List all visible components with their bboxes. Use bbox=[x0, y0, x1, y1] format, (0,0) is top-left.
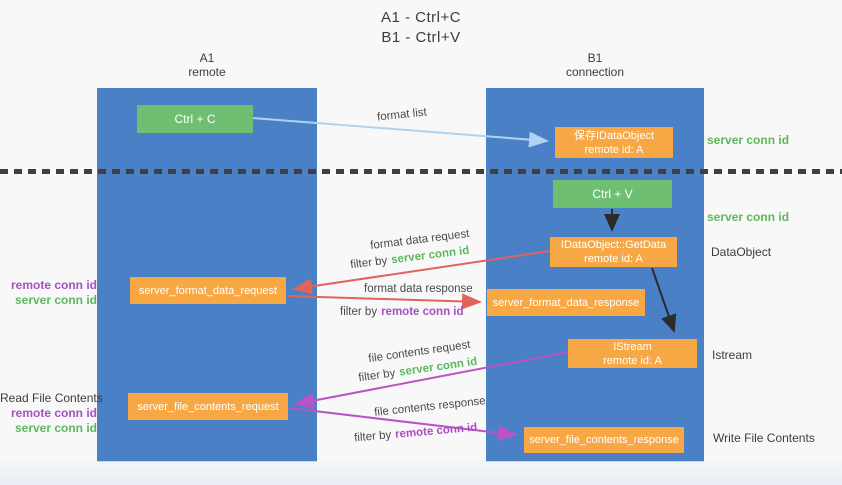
node-server-format-data-response: server_format_data_response bbox=[487, 289, 645, 316]
annotation-server-conn-id-bottom: server conn id bbox=[14, 421, 97, 435]
node-ctrl-v-label: Ctrl + V bbox=[592, 187, 633, 201]
node-server-file-contents-request: server_file_contents_request bbox=[128, 393, 288, 420]
arrow-format-list bbox=[252, 117, 549, 148]
filter-key-remote-conn-id: remote conn id bbox=[381, 306, 464, 318]
arrow-file-contents-request bbox=[294, 351, 569, 409]
lane-b1-subtitle: connection bbox=[565, 65, 625, 79]
annotation-write-file-contents: Write File Contents bbox=[713, 431, 815, 445]
annotation-server-conn-id-mid-left: server conn id bbox=[14, 293, 97, 307]
node-ctrl-c-label: Ctrl + C bbox=[174, 112, 216, 126]
node-save-idataobject-line2: remote id: A bbox=[584, 143, 644, 156]
node-server-file-contents-response: server_file_contents_response bbox=[524, 427, 684, 453]
node-save-idataobject: 保存IDataObject remote id: A bbox=[555, 127, 673, 158]
node-format-request-label: server_format_data_request bbox=[138, 284, 278, 297]
annotation-dataobject: DataObject bbox=[711, 245, 772, 259]
annotation-server-conn-id-mid: server conn id bbox=[707, 210, 790, 224]
flow-label-format-data-response: format data response bbox=[364, 283, 473, 295]
arrow-getdata-to-istream bbox=[651, 267, 677, 333]
node-save-idataobject-line1: 保存IDataObject bbox=[573, 129, 655, 142]
annotation-read-file-contents: Read File Contents bbox=[0, 391, 103, 405]
filter-prefix: filter by bbox=[340, 306, 378, 318]
arrow-format-data-response bbox=[286, 293, 482, 310]
annotation-remote-conn-id-mid: remote conn id bbox=[10, 278, 97, 292]
node-format-response-label: server_format_data_response bbox=[492, 296, 640, 309]
lane-header-a1: A1 remote bbox=[127, 51, 287, 79]
arrow-format-data-request bbox=[292, 250, 551, 295]
node-getdata-line1: IDataObject::GetData bbox=[560, 239, 667, 251]
lane-b1-title: B1 bbox=[587, 51, 603, 65]
annotation-group-bottom-left: Read File Contents remote conn id server… bbox=[0, 391, 103, 436]
lane-a1-title: A1 bbox=[199, 51, 215, 65]
node-file-request-label: server_file_contents_request bbox=[137, 400, 279, 413]
lane-a1-subtitle: remote bbox=[188, 65, 226, 79]
annotation-remote-conn-id-bottom: remote conn id bbox=[10, 406, 97, 420]
node-istream-line1: IStream bbox=[613, 340, 652, 353]
node-idataobject-getdata: IDataObject::GetData remote id: A bbox=[550, 237, 677, 267]
annotation-server-conn-id-top: server conn id bbox=[707, 133, 790, 147]
annotation-group-mid-left: remote conn id server conn id bbox=[0, 278, 97, 308]
node-file-response-label: server_file_contents_response bbox=[529, 434, 679, 446]
diagram-title: A1 - Ctrl+C B1 - Ctrl+V bbox=[0, 8, 842, 48]
node-istream-line2: remote id: A bbox=[603, 354, 662, 367]
arrow-file-contents-response bbox=[288, 407, 518, 441]
title-line-2: B1 - Ctrl+V bbox=[381, 29, 461, 46]
node-server-format-data-request: server_format_data_request bbox=[130, 277, 286, 304]
node-ctrl-v: Ctrl + V bbox=[553, 180, 672, 208]
title-line-1: A1 - Ctrl+C bbox=[380, 9, 462, 26]
lane-header-b1: B1 connection bbox=[515, 51, 675, 79]
node-getdata-line2: remote id: A bbox=[584, 253, 643, 265]
annotation-istream: Istream bbox=[712, 348, 753, 362]
node-istream: IStream remote id: A bbox=[568, 339, 697, 368]
dotted-separator bbox=[0, 169, 842, 174]
node-ctrl-c: Ctrl + C bbox=[137, 105, 253, 133]
